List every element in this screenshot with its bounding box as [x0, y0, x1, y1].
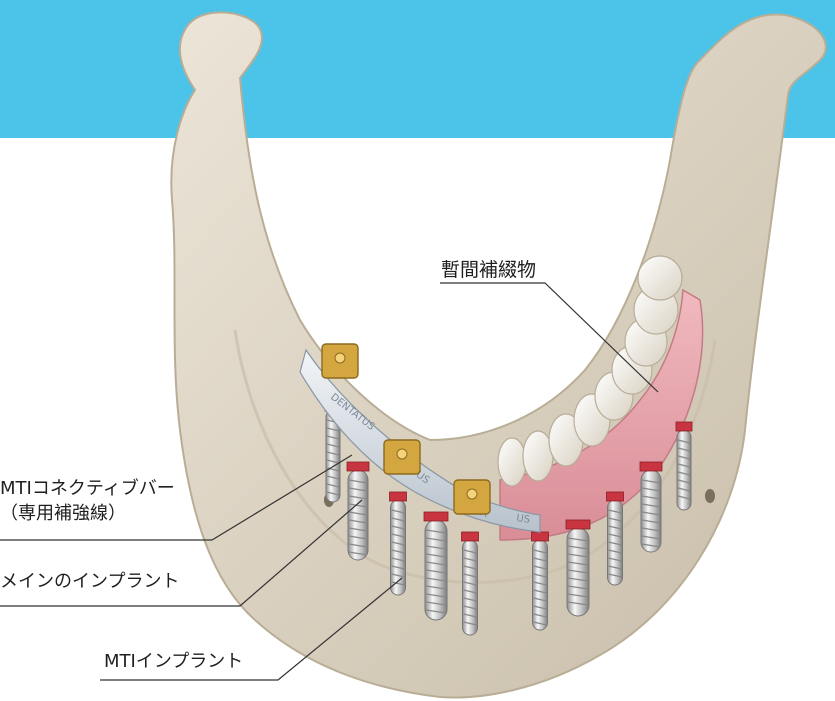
label-mti-connective-bar: MTIコネクティブバー [0, 477, 175, 501]
clamp-screw [467, 489, 477, 499]
mental-foramen-right [705, 489, 715, 503]
implant-collar [566, 520, 590, 529]
bar-engraving-text: US [516, 513, 531, 526]
implant-collar [607, 492, 624, 501]
implant-collar [462, 532, 479, 541]
prosthesis-tooth [498, 438, 526, 486]
implant-collar [640, 462, 662, 471]
implant-collar [424, 512, 448, 521]
clamp-screw [335, 353, 345, 363]
label-main-implant: メインのインプラント [0, 570, 179, 594]
main-implant [424, 512, 448, 620]
mandible-bone [171, 12, 825, 697]
implant-collar [390, 492, 407, 501]
main-implant [566, 520, 590, 616]
mti-implant [532, 532, 549, 630]
main-implant [640, 462, 662, 552]
mti-implant [390, 492, 407, 595]
implant-collar [347, 462, 369, 471]
mti-implant [462, 532, 479, 635]
label-mti-implant: MTIインプラント [104, 650, 243, 674]
main-implant [347, 462, 369, 560]
label-mti-connective-bar-sub: （専用補強線） [0, 502, 126, 526]
implant-collar [676, 422, 692, 431]
clamp-screw [397, 449, 407, 459]
prosthesis-tooth [638, 256, 682, 300]
mti-implant [607, 492, 624, 585]
label-provisional-prosthesis: 暫間補綴物 [441, 258, 536, 282]
implant-collar [532, 532, 549, 541]
mti-implant [676, 422, 692, 510]
